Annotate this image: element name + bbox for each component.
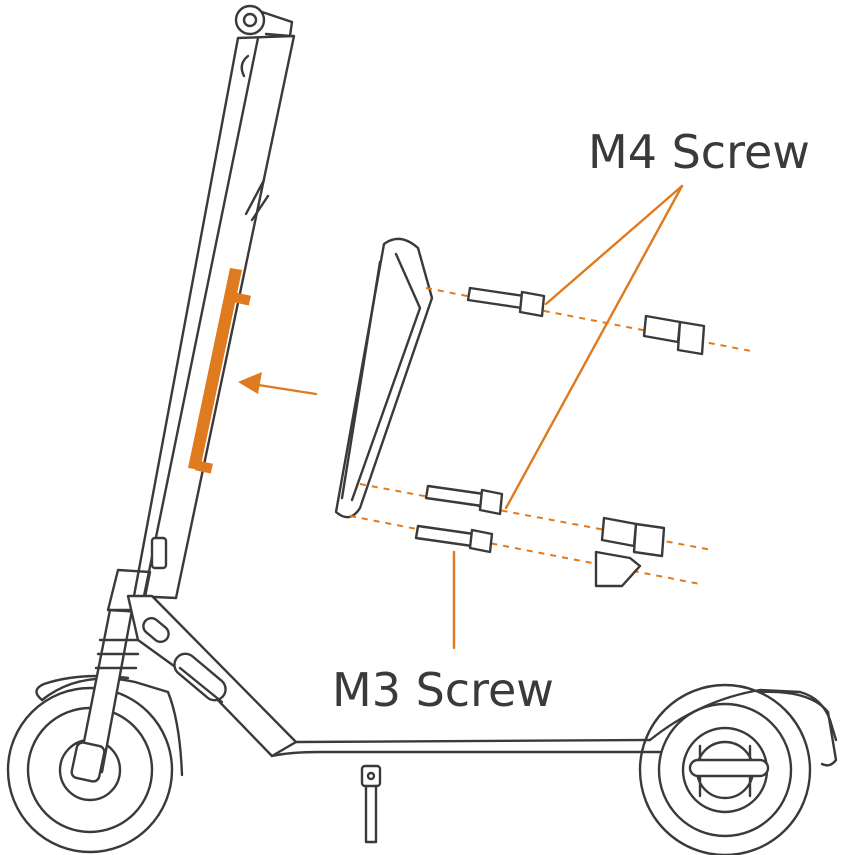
m3-screw <box>414 524 494 554</box>
m4-screw-lower <box>424 484 504 516</box>
scooter <box>6 4 838 855</box>
wedge-spacer <box>594 550 642 588</box>
rear-wheel <box>638 683 838 855</box>
m4-screw-upper <box>466 286 546 318</box>
accessory-plate <box>334 237 434 519</box>
mounting-bracket <box>188 268 251 474</box>
m4-screw-label: M4 Screw <box>588 125 810 179</box>
install-direction-arrow <box>238 372 318 396</box>
front-fork <box>70 608 142 783</box>
m3-screw-label: M3 Screw <box>332 663 554 717</box>
nut-upper <box>642 314 706 356</box>
frame-neck <box>126 594 298 758</box>
nut-lower <box>600 516 666 558</box>
handlebar-clamp <box>234 4 294 38</box>
kickstand <box>360 764 382 844</box>
stem <box>106 34 296 614</box>
leader-lines <box>452 184 684 650</box>
